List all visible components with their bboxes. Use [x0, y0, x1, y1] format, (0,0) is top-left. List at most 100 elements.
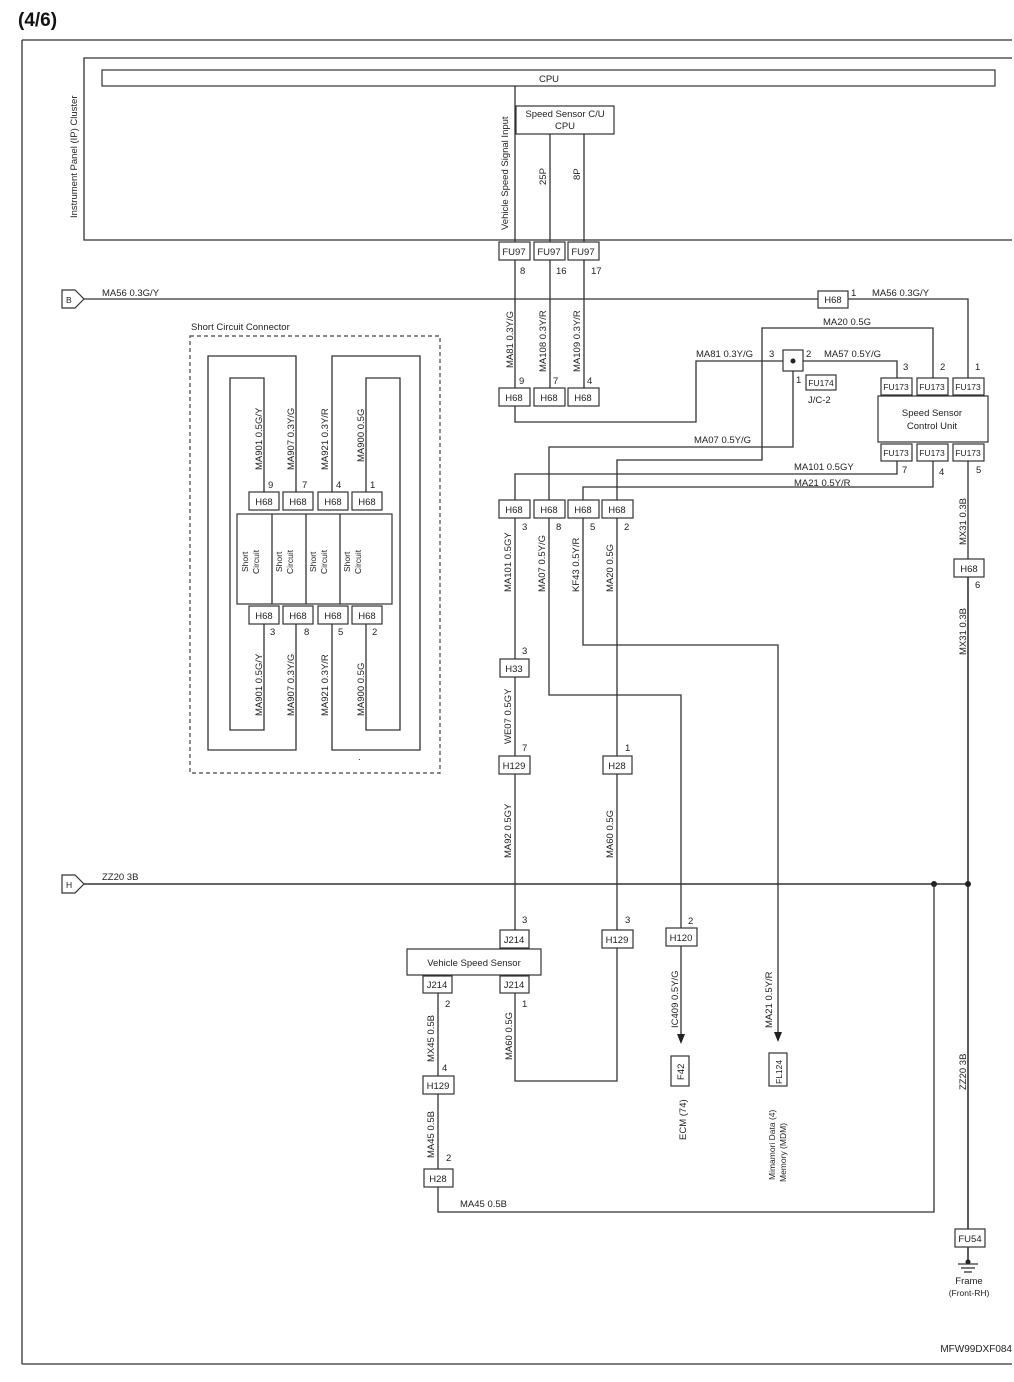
jc2-pin: 1: [796, 375, 801, 386]
fu173-connector: [880, 377, 913, 396]
page-label: (4/6): [18, 10, 57, 31]
frame-line1: Frame: [955, 1276, 982, 1287]
wire-ma108-label: MA108 0.3Y/R: [538, 310, 549, 372]
jc2-pin: 3: [769, 349, 774, 360]
h68-connector: [533, 387, 566, 407]
doc-code: MFW99DXF084: [940, 1344, 1012, 1355]
fu97-connectors: FU97 FU97 FU97 8 16 17: [498, 241, 602, 277]
h68-row-1: H68 H68 H68 9 7 4: [498, 376, 600, 407]
h68-label: H68: [324, 497, 341, 508]
terminal-h-arrow: [61, 874, 85, 894]
h28-label: H28: [429, 1174, 446, 1185]
terminal-h-label: H: [66, 880, 72, 890]
cpu-label: CPU: [539, 74, 559, 85]
h68-label: H68: [960, 564, 977, 575]
pin-25p-label: 25P: [538, 168, 549, 185]
short-label-4: Short: [342, 551, 352, 572]
ssc-box: [877, 395, 989, 443]
wire-zz20-label: ZZ20 3B: [102, 872, 138, 883]
ecm-label: ECM (74): [678, 1099, 689, 1140]
pin-8p-label: 8P: [572, 168, 583, 180]
wire-ma56-right-label: MA56 0.3G/Y: [872, 288, 930, 299]
arrow-down-icon: [774, 1032, 782, 1042]
sc-pin-top: 1: [370, 480, 375, 491]
fl124-label: FL124: [774, 1060, 784, 1084]
sc-pin-bottom: 5: [338, 627, 343, 638]
short-circuit-block: [236, 513, 393, 605]
vehicle-speed-sensor: Vehicle Speed Sensor J214 2 J214 1: [406, 948, 542, 1010]
f42-label: F42: [676, 1064, 687, 1080]
h68-connector: [351, 491, 383, 511]
wire-ma60-a-label: MA60 0.5G: [605, 810, 616, 858]
h68-label: H68: [289, 611, 306, 622]
h68-pin: 4: [587, 376, 592, 387]
j214-pin: 2: [445, 999, 450, 1010]
mdm-line2: Memory (MDM): [778, 1123, 788, 1182]
fl124-box: [768, 1052, 788, 1087]
wire-we07-label: WE07 0.5GY: [503, 688, 514, 744]
svg-text:.: .: [358, 752, 361, 763]
ssc-pin-bottom: 5: [976, 465, 981, 476]
cluster-frame: [83, 57, 1012, 241]
h129-label: H129: [427, 1081, 450, 1092]
wire-ma20-top-label: MA20 0.5G: [823, 317, 871, 328]
speed-sensor-control-unit: Speed Sensor Control Unit FU173 FU173 FU…: [877, 362, 989, 478]
fu54-label: FU54: [958, 1234, 981, 1245]
fu173-connector: [952, 377, 985, 396]
fu97-pin: 16: [556, 266, 567, 277]
fu173-label: FU173: [919, 448, 945, 458]
h68-pin: 8: [556, 522, 561, 533]
vss-box: [406, 948, 542, 976]
ssc-pin-top: 2: [940, 362, 945, 373]
fu54-connector: [954, 1228, 986, 1248]
h68-connector: [567, 387, 600, 407]
short-connector-border: [189, 335, 441, 774]
short-circuit-connector: Short Circuit Connector Short Circuit Sh…: [189, 322, 441, 774]
fu173-label: FU173: [883, 382, 909, 392]
ssc-pin-bottom: 7: [902, 465, 907, 476]
mdm-line1: Mimamori Data (4): [767, 1109, 777, 1180]
h68-label: H68: [289, 497, 306, 508]
frame-ground: FU54 Frame (Front-RH): [949, 1228, 989, 1298]
wire-ma20-v-label: MA20 0.5G: [605, 544, 616, 592]
wire-ma60-b-label: MA60 0.5G: [504, 1012, 515, 1060]
vss-title: Vehicle Speed Sensor: [427, 958, 520, 969]
h120-label: H120: [670, 933, 693, 944]
sc-wire-top: MA900 0.5G: [356, 409, 367, 462]
terminal-b-arrow: [61, 289, 85, 309]
circuit-label-3: Circuit: [319, 549, 329, 574]
sc-wire-bottom: MA921 0.3Y/R: [320, 654, 331, 716]
h68-label: H68: [540, 393, 557, 404]
ground-node: [965, 1259, 971, 1265]
h68-connector: [317, 491, 349, 511]
h28-pin: 1: [625, 743, 630, 754]
sc-wire-bottom: MA901 0.5G/Y: [254, 653, 265, 716]
sc-pin-bottom: 2: [372, 627, 377, 638]
jc2-label: J/C-2: [808, 395, 831, 406]
j214-label: J214: [504, 980, 525, 991]
fu97-label: FU97: [537, 247, 560, 258]
h68-label: H68: [574, 393, 591, 404]
sc-wire-top: MA921 0.3Y/R: [320, 408, 331, 470]
ssc-pin-top: 1: [975, 362, 980, 373]
h28-label: H28: [608, 761, 625, 772]
jc2-junction: 3 2 1 FU174 J/C-2: [769, 349, 837, 406]
sc-pin-bottom: 3: [270, 627, 275, 638]
signal-input-label: Vehicle Speed Signal Input: [500, 116, 511, 230]
wire-mx31-b-label: MX31 0.3B: [958, 608, 969, 655]
h68-pin: 7: [553, 376, 558, 387]
h68-label: H68: [574, 505, 591, 516]
fu174-connector: [805, 374, 837, 391]
speed-sensor-cu-box: [515, 105, 615, 135]
mdm-connector: FL124 Mimamori Data (4) Memory (MDM): [767, 1052, 788, 1182]
h68-label: H68: [505, 393, 522, 404]
sc-wire-top: MA901 0.5G/Y: [254, 407, 265, 470]
h68-label: H68: [608, 505, 625, 516]
h129-pin: 4: [442, 1063, 447, 1074]
h68-pin: 6: [975, 580, 980, 591]
wire-kf43-label: KF43 0.5Y/R: [571, 537, 582, 592]
circuit-label-4: Circuit: [353, 549, 363, 574]
wire-ma07-v-label: MA07 0.5Y/G: [537, 535, 548, 592]
wire-mx45-a-label: MX45 0.5B: [426, 1015, 437, 1062]
